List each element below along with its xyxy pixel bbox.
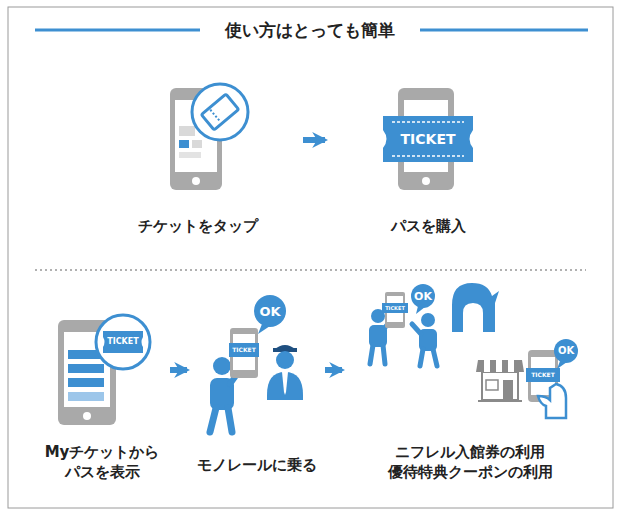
step-caption: ニフレル入館券の利用 優待特典クーポンの利用 bbox=[347, 442, 593, 482]
step-box: パスを購入 bbox=[360, 86, 496, 236]
shop-icon bbox=[486, 380, 498, 390]
phone-icon bbox=[230, 328, 258, 378]
ok-text: OK bbox=[414, 291, 432, 302]
flow-arrow bbox=[325, 367, 342, 373]
step-caption: パスを購入 bbox=[391, 216, 466, 236]
shop-icon bbox=[503, 380, 513, 400]
aquarium-building bbox=[452, 283, 499, 332]
shop-icon bbox=[484, 360, 490, 372]
step-box: Myチケットから パスを表示 bbox=[37, 300, 167, 482]
flow-arrow bbox=[170, 367, 187, 373]
ticket-badge bbox=[210, 110, 220, 122]
officer-figure bbox=[282, 372, 288, 395]
ticket-banner bbox=[392, 121, 464, 123]
ok-bubble bbox=[557, 361, 567, 369]
visitor-figures bbox=[421, 313, 435, 327]
phone-icon bbox=[422, 177, 430, 185]
ticket-badge bbox=[103, 331, 143, 353]
ok-bubble bbox=[254, 295, 286, 334]
step-caption: Myチケットから パスを表示 bbox=[37, 442, 167, 482]
phone-icon bbox=[192, 177, 200, 185]
phone-icon bbox=[68, 378, 104, 387]
phone-icon bbox=[229, 343, 259, 357]
visitor-figures bbox=[412, 324, 421, 334]
ok-bubble bbox=[554, 339, 578, 363]
phone-icon bbox=[68, 364, 104, 373]
ticket-badge bbox=[201, 94, 238, 130]
officer-figure bbox=[267, 372, 303, 400]
ticket-badge bbox=[96, 315, 150, 369]
phone-icon bbox=[179, 152, 201, 158]
step-caption: モノレールに乗る bbox=[197, 455, 317, 475]
passenger-figure bbox=[213, 357, 231, 375]
officer-figure bbox=[276, 351, 294, 369]
visitor-figures bbox=[383, 345, 385, 364]
ticket-banner bbox=[383, 116, 473, 162]
passenger-figure bbox=[228, 408, 232, 432]
shop-icon bbox=[478, 400, 522, 402]
title-rule bbox=[420, 29, 588, 32]
visitor-figures bbox=[370, 345, 373, 364]
step-caption: チケットをタップ bbox=[138, 216, 258, 236]
phone-icon bbox=[382, 303, 408, 313]
title-bar: 使い方はとっても簡単 bbox=[0, 18, 620, 42]
dotted-separator bbox=[35, 269, 586, 271]
title: 使い方はとっても簡単 bbox=[217, 20, 403, 40]
ok-bubble bbox=[258, 324, 270, 334]
ticket-badge bbox=[96, 315, 150, 369]
phone-icon bbox=[179, 140, 189, 148]
ok-bubble bbox=[411, 284, 435, 308]
phone-hand bbox=[538, 384, 566, 418]
ticket-badge bbox=[192, 84, 248, 140]
ok-text: OK bbox=[558, 346, 574, 356]
phone-icon bbox=[179, 126, 195, 136]
step-box: ニフレル入館券の利用 優待特典クーポンの利用 bbox=[347, 280, 593, 482]
shop-icon bbox=[508, 360, 514, 372]
phone-icon bbox=[68, 392, 104, 401]
ticket-text: TICKET bbox=[385, 306, 405, 311]
phone-icon bbox=[229, 328, 259, 378]
step-box: チケットをタップ bbox=[125, 86, 270, 236]
ticket-banner bbox=[383, 116, 473, 162]
ticket-badge bbox=[201, 94, 238, 130]
ok-bubble bbox=[554, 339, 578, 369]
ticket-text: TICKET bbox=[232, 347, 256, 353]
phone-icon bbox=[83, 412, 91, 420]
shop-icon bbox=[482, 372, 518, 400]
phone-hand bbox=[526, 368, 560, 382]
shop-icon bbox=[476, 360, 524, 372]
phone-icon bbox=[382, 292, 408, 328]
ok-bubble bbox=[254, 295, 286, 327]
visitor-figures bbox=[420, 349, 423, 366]
ticket-text: TICKET bbox=[531, 372, 555, 378]
ticket-text: TICKET bbox=[401, 132, 456, 146]
flow-arrow bbox=[303, 137, 325, 143]
passenger-figure bbox=[210, 408, 216, 432]
shop-icon bbox=[476, 360, 524, 401]
ticket-text: TICKET bbox=[107, 338, 138, 346]
title-rule bbox=[35, 29, 200, 32]
ok-bubble bbox=[416, 306, 425, 314]
phone-icon bbox=[233, 334, 255, 370]
ok-bubble bbox=[411, 284, 435, 314]
frame-border bbox=[8, 7, 613, 508]
visitor-figures bbox=[433, 349, 437, 366]
ticket-banner bbox=[392, 155, 464, 157]
phone-icon bbox=[192, 140, 202, 148]
ok-text: OK bbox=[259, 305, 280, 318]
phone-icon bbox=[385, 292, 405, 328]
step-box: モノレールに乗る bbox=[192, 300, 322, 475]
officer-figure bbox=[267, 345, 303, 400]
shop-icon bbox=[496, 360, 502, 372]
ticket-badge bbox=[192, 84, 248, 140]
